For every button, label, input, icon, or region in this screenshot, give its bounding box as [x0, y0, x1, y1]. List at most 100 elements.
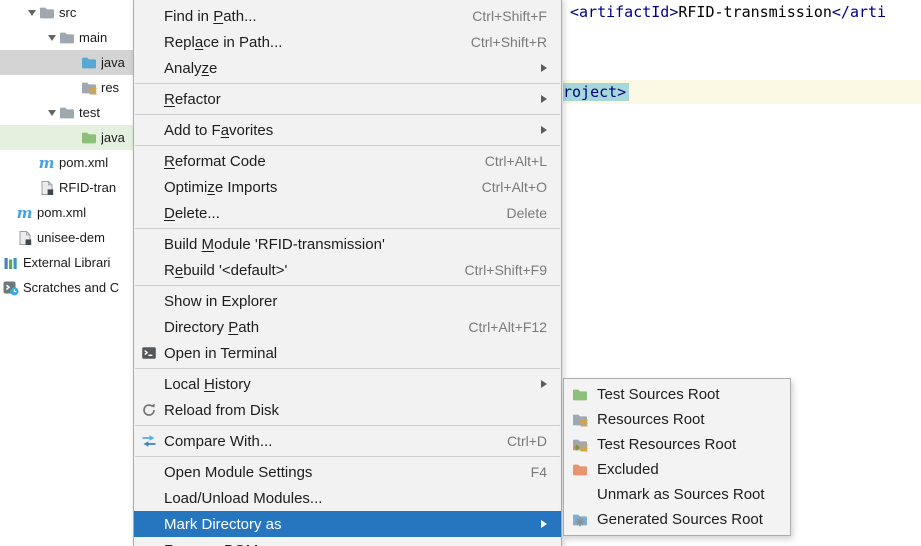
menu-item-label: Build Module 'RFID-transmission'	[164, 235, 385, 253]
menu-separator	[135, 456, 560, 457]
menu-item-delete[interactable]: Delete...Delete	[134, 200, 561, 226]
submenu-arrow-icon	[541, 380, 547, 388]
maven-icon: m	[38, 153, 55, 172]
menu-item-label: Load/Unload Modules...	[164, 489, 323, 507]
folder-source-icon	[80, 55, 97, 71]
tree-item-external-librari-10[interactable]: External Librari	[0, 250, 300, 275]
menu-item-label: Remove BOM	[164, 542, 258, 546]
menu-icon-gutter	[138, 318, 160, 336]
menu-item-load-unload-modules[interactable]: Load/Unload Modules...	[134, 485, 561, 511]
menu-item-reformat-code[interactable]: Reformat Code Ctrl+Alt+L	[134, 148, 561, 174]
menu-icon-gutter	[138, 292, 160, 310]
menu-item-show-in-explorer[interactable]: Show in Explorer	[134, 288, 561, 314]
menu-separator	[135, 228, 560, 229]
scratches-icon	[2, 280, 19, 296]
submenu-item-label: Unmark as Sources Root	[597, 486, 765, 503]
menu-icon-gutter	[138, 7, 160, 25]
submenu-arrow-icon	[541, 64, 547, 72]
menu-item-label: Find in Path...	[164, 7, 257, 25]
menu-icon-gutter	[138, 204, 160, 222]
menu-item-reload-from-disk[interactable]: Reload from Disk	[134, 397, 561, 423]
menu-item-shortcut: Ctrl+Alt+L	[484, 153, 547, 169]
menu-item-label: Replace in Path...	[164, 33, 283, 51]
maven-icon: m	[16, 203, 33, 222]
expand-arrow-icon[interactable]	[45, 109, 58, 116]
menu-separator	[135, 368, 560, 369]
menu-item-compare-with[interactable]: Compare With...Ctrl+D	[134, 428, 561, 454]
menu-item-replace-in-path[interactable]: Replace in Path... Ctrl+Shift+R	[134, 29, 561, 55]
menu-item-rebuild-default[interactable]: Rebuild '<default>'Ctrl+Shift+F9	[134, 257, 561, 283]
menu-item-label: Directory Path	[164, 318, 260, 336]
tree-item-res-3[interactable]: res	[0, 75, 300, 100]
menu-item-mark-directory-as[interactable]: Mark Directory as	[134, 511, 561, 537]
menu-item-label: Reformat Code	[164, 152, 266, 170]
folder-icon	[58, 105, 75, 121]
menu-item-label: Delete...	[164, 204, 220, 222]
menu-item-label: Show in Explorer	[164, 292, 278, 310]
menu-item-label: Reload from Disk	[164, 401, 280, 419]
menu-item-label: Mark Directory as	[164, 515, 282, 533]
menu-item-shortcut: Ctrl+Shift+R	[470, 34, 547, 50]
reload-icon	[138, 401, 160, 419]
expand-arrow-icon[interactable]	[25, 9, 38, 16]
folder-resources-icon	[80, 80, 97, 96]
menu-item-local-history[interactable]: Local History	[134, 371, 561, 397]
submenu-item-resources-root[interactable]: Resources Root	[564, 407, 790, 432]
menu-item-label: Compare With...	[164, 432, 273, 450]
code-segment: <artifactId>	[570, 3, 679, 21]
submenu-icon-gutter	[571, 486, 589, 504]
terminal-icon	[138, 344, 160, 362]
menu-item-shortcut: Ctrl+Alt+F12	[468, 319, 547, 335]
menu-icon-gutter	[138, 121, 160, 139]
menu-icon-gutter	[138, 515, 160, 533]
folder-test-icon	[80, 130, 97, 146]
tree-item-label: pom.xml	[37, 205, 87, 220]
tree-item-label: unisee-dem	[37, 230, 105, 245]
code-line-artifactid[interactable]: <artifactId>RFID-transmission</arti	[563, 1, 921, 23]
submenu-item-generated-sources-root[interactable]: Generated Sources Root	[564, 507, 790, 532]
submenu-item-label: Generated Sources Root	[597, 511, 763, 528]
menu-icon-gutter	[138, 152, 160, 170]
submenu-item-unmark-as-sources-root[interactable]: Unmark as Sources Root	[564, 482, 790, 507]
menu-item-label: Rebuild '<default>'	[164, 261, 288, 279]
code-line-project-close[interactable]: roject>	[563, 80, 921, 104]
expand-arrow-icon[interactable]	[45, 34, 58, 41]
menu-separator	[135, 114, 560, 115]
menu-item-find-in-path[interactable]: Find in Path...Ctrl+Shift+F	[134, 3, 561, 29]
menu-icon-gutter	[138, 90, 160, 108]
menu-separator	[135, 285, 560, 286]
menu-separator	[135, 145, 560, 146]
tree-item-scratches-and-c-11[interactable]: Scratches and C	[0, 275, 300, 300]
tree-item-unisee-dem-9[interactable]: unisee-dem	[0, 225, 300, 250]
tree-item-main-1[interactable]: main	[0, 25, 300, 50]
tree-item-src-0[interactable]: src	[0, 0, 300, 25]
external-libraries-icon	[2, 255, 19, 271]
submenu-item-test-sources-root[interactable]: Test Sources Root	[564, 382, 790, 407]
tree-item-pom-xml-8[interactable]: m pom.xml	[0, 200, 300, 225]
menu-item-analyze[interactable]: Analyze	[134, 55, 561, 81]
folder-icon	[38, 5, 55, 21]
menu-icon-gutter	[138, 541, 160, 546]
submenu-item-test-resources-root[interactable]: Test Resources Root	[564, 432, 790, 457]
tree-item-label: java	[101, 130, 125, 145]
menu-item-remove-bom[interactable]: Remove BOM	[134, 537, 561, 546]
menu-item-label: Open in Terminal	[164, 344, 278, 362]
menu-item-build-module-rfid-transmission[interactable]: Build Module 'RFID-transmission'	[134, 231, 561, 257]
menu-item-refactor[interactable]: Refactor	[134, 86, 561, 112]
submenu-item-excluded[interactable]: Excluded	[564, 457, 790, 482]
code-segment: RFID-transmission	[678, 3, 832, 21]
tree-item-test-4[interactable]: test	[0, 100, 300, 125]
menu-icon-gutter	[138, 178, 160, 196]
menu-item-directory-path[interactable]: Directory Path Ctrl+Alt+F12	[134, 314, 561, 340]
menu-item-open-in-terminal[interactable]: Open in Terminal	[134, 340, 561, 366]
folder-test-icon	[571, 386, 589, 404]
tree-item-rfid-tran-7[interactable]: RFID-tran	[0, 175, 300, 200]
menu-icon-gutter	[138, 463, 160, 481]
menu-item-add-to-favorites[interactable]: Add to Favorites	[134, 117, 561, 143]
folder-excluded-icon	[571, 461, 589, 479]
